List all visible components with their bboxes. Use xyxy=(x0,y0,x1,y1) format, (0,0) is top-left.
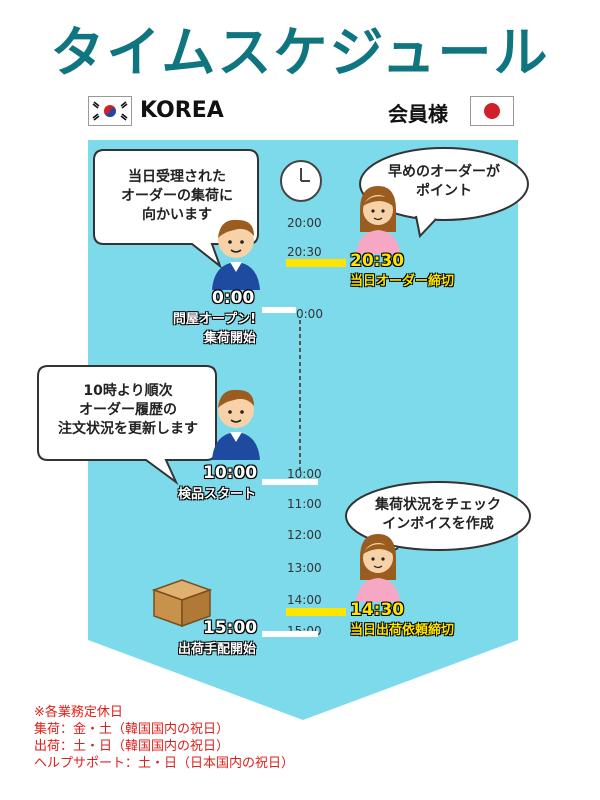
cardboard-box-icon xyxy=(151,579,213,628)
timeline-label: 20:30 xyxy=(287,245,322,259)
member-step-label: 当日オーダー締切 xyxy=(350,274,455,289)
timeline-label: 13:00 xyxy=(287,561,322,575)
bubble-line: 10時より順次 xyxy=(83,383,173,399)
korea-step-time: 10:00 xyxy=(203,463,258,483)
korea-step-line: 問屋オープン! xyxy=(172,312,256,327)
korea-staff-icon xyxy=(212,389,260,460)
korea-connector xyxy=(262,479,318,485)
holiday-notes: ※各業務定休日 集荷：金・土（韓国国内の祝日） 出荷：土・日（韓国国内の祝日） … xyxy=(34,704,294,772)
timeline-label: 0:00 xyxy=(296,307,323,321)
speech-bubble xyxy=(93,149,259,269)
member-woman-icon xyxy=(356,534,400,602)
bubble-line: 当日受理された xyxy=(128,169,226,185)
bubble-line: オーダーの集荷に xyxy=(121,188,233,204)
note-line: 集荷：金・土（韓国国内の祝日） xyxy=(34,722,230,737)
bubble-line: ポイント xyxy=(416,183,472,199)
speech-bubble xyxy=(37,365,217,486)
speech-bubble xyxy=(359,147,529,239)
korea-label: KOREA xyxy=(140,98,224,123)
note-line: ヘルプサポート：土・日（日本国内の祝日） xyxy=(34,756,295,771)
member-step-time: 14:30 xyxy=(350,600,405,620)
member-connector xyxy=(286,608,346,616)
bubble-line: 早めのオーダーが xyxy=(388,164,500,180)
member-connector xyxy=(286,259,346,267)
clock-icon xyxy=(278,158,324,208)
korea-step-line: 出荷手配開始 xyxy=(177,642,256,657)
bubble-text: 集荷状況をチェック インボイスを作成 xyxy=(348,496,528,534)
bubble-line: 向かいます xyxy=(142,207,212,223)
bubble-text: 当日受理された オーダーの集荷に 向かいます xyxy=(96,168,258,225)
member-step-time: 20:30 xyxy=(350,251,405,271)
timeline-label: 11:00 xyxy=(287,497,322,511)
member-woman-icon xyxy=(356,186,400,254)
korea-step-label: 出荷手配開始 xyxy=(146,640,256,659)
timeline-label: 20:00 xyxy=(287,216,322,230)
timeline-line xyxy=(299,320,301,470)
bubble-line: 集荷状況をチェック xyxy=(375,497,501,513)
korea-step-line: 検品スタート xyxy=(177,487,256,502)
korea-step-line: 集荷開始 xyxy=(203,331,256,346)
timeline-label: 12:00 xyxy=(287,528,322,542)
korea-staff-icon xyxy=(212,219,260,290)
bubble-text: 10時より順次 オーダー履歴の 注文状況を更新します xyxy=(38,382,218,439)
korea-step-label: 検品スタート xyxy=(146,485,256,504)
korea-step-label: 問屋オープン! 集荷開始 xyxy=(146,310,256,348)
bubble-line: インボイスを作成 xyxy=(382,516,494,532)
korea-connector xyxy=(262,307,296,313)
korea-step-time: 15:00 xyxy=(203,618,258,638)
korea-connector xyxy=(262,631,318,637)
note-line: 出荷：土・日（韓国国内の祝日） xyxy=(34,739,230,754)
member-label: 会員様 xyxy=(388,102,448,126)
page-title: タイムスケジュール xyxy=(50,21,550,84)
japan-flag-icon xyxy=(470,96,514,126)
korea-step-time: 0:00 xyxy=(212,288,255,308)
timeline-label: 10:00 xyxy=(287,467,322,481)
member-step-label: 当日出荷依頼締切 xyxy=(350,623,455,638)
timeline-panel xyxy=(88,140,518,720)
bubble-line: オーダー履歴の xyxy=(79,402,177,418)
korea-flag-icon xyxy=(88,96,132,126)
bubble-text: 早めのオーダーが ポイント xyxy=(362,163,526,201)
note-line: ※各業務定休日 xyxy=(34,705,123,720)
bubble-line: 注文状況を更新します xyxy=(58,421,198,437)
timeline-label: 14:00 xyxy=(287,593,322,607)
